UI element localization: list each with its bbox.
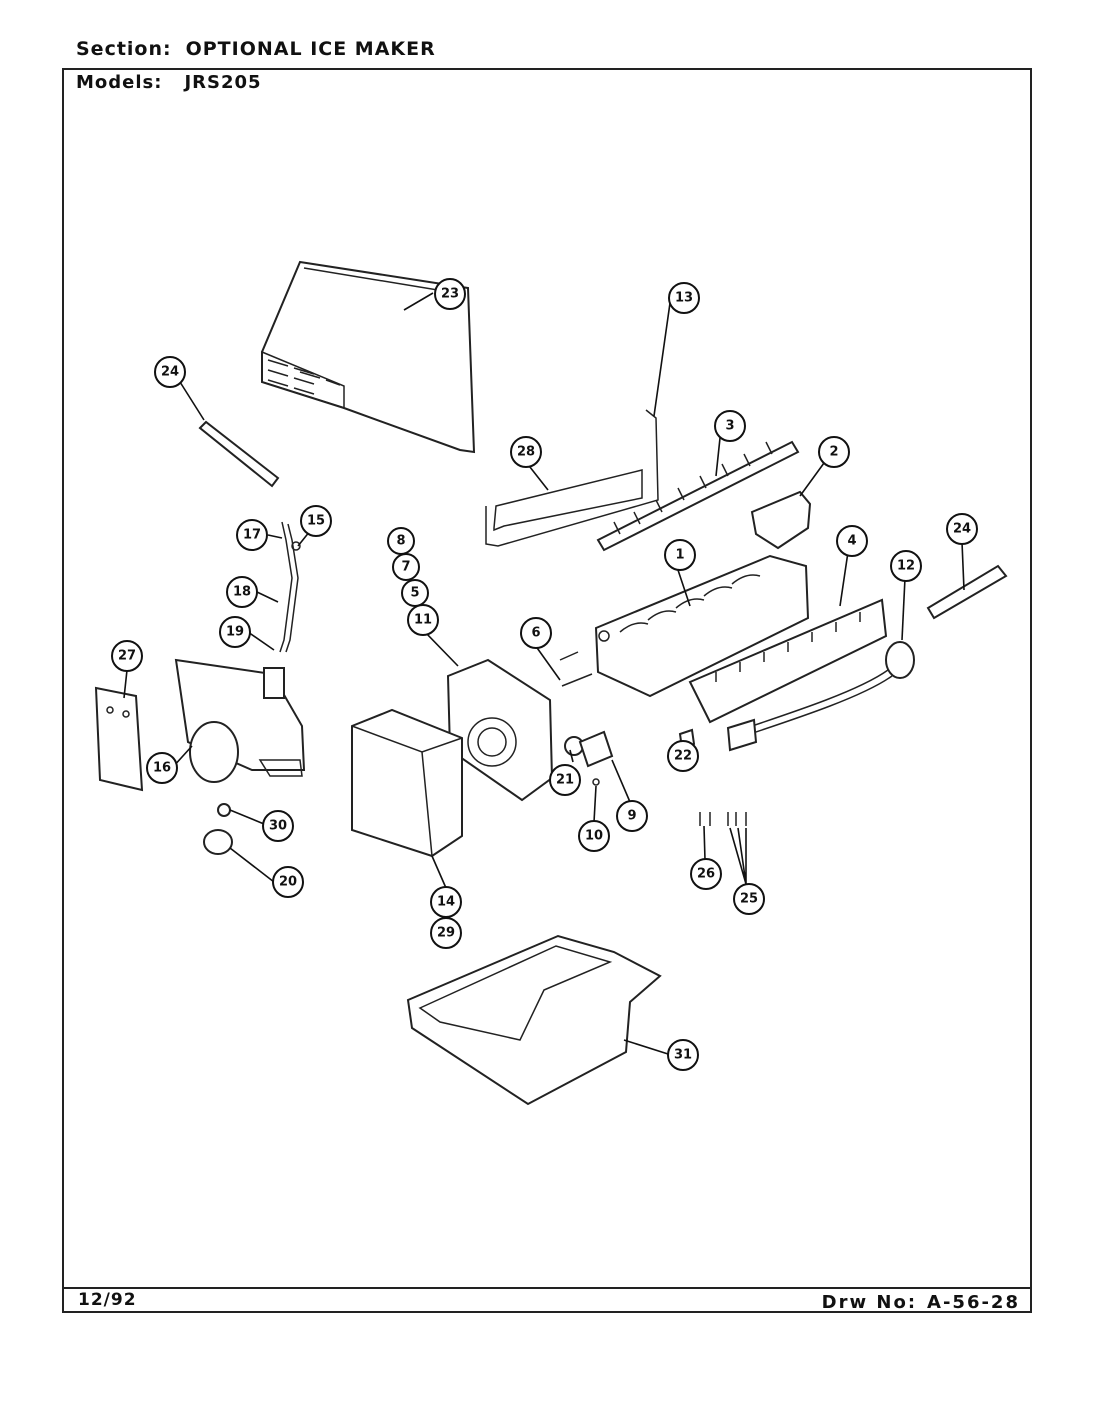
callout-30: 30: [262, 810, 294, 842]
callout-13: 13: [668, 282, 700, 314]
svg-text:1: 1: [675, 548, 684, 563]
svg-text:9: 9: [627, 809, 636, 824]
callout-31: 31: [667, 1039, 699, 1071]
svg-text:3: 3: [725, 419, 734, 434]
svg-text:23: 23: [441, 287, 459, 302]
svg-text:24: 24: [953, 522, 971, 537]
callout-4: 4: [836, 525, 868, 557]
part-31-bucket: [406, 934, 662, 1106]
models-line: Models: JRS205: [76, 72, 262, 93]
models-label: Models:: [76, 72, 163, 93]
callout-6: 6: [520, 617, 552, 649]
drawing-number-line: Drw No: A-56-28: [822, 1292, 1020, 1313]
callout-20: 20: [272, 866, 304, 898]
screws-25-26: [699, 812, 747, 826]
part-11-motor-housing: [446, 658, 554, 802]
svg-text:8: 8: [396, 534, 405, 549]
svg-text:5: 5: [410, 586, 419, 601]
part-30-20-fittings: [203, 803, 233, 855]
part-14-box: [351, 708, 463, 858]
svg-text:11: 11: [414, 613, 432, 628]
callout-28: 28: [510, 436, 542, 468]
drawing-number: A-56-28: [927, 1292, 1020, 1313]
callout-14: 14: [430, 886, 462, 918]
callout-18: 18: [226, 576, 258, 608]
svg-text:28: 28: [517, 445, 535, 460]
svg-text:17: 17: [243, 528, 261, 543]
part-3-ejector: [596, 440, 800, 552]
part-2-bracket: [750, 490, 812, 550]
part-4-stripper: [688, 598, 888, 724]
svg-text:25: 25: [740, 892, 758, 907]
svg-text:18: 18: [233, 585, 251, 600]
callout-27: 27: [111, 640, 143, 672]
callout-25: 25: [733, 883, 765, 915]
callout-9: 9: [616, 800, 648, 832]
part-28-13-wire: [485, 409, 659, 547]
svg-text:26: 26: [697, 867, 715, 882]
section-value: OPTIONAL ICE MAKER: [185, 38, 436, 60]
section-label: Section:: [76, 38, 172, 60]
svg-text:27: 27: [118, 649, 136, 664]
svg-text:13: 13: [675, 291, 693, 306]
svg-text:22: 22: [674, 749, 692, 764]
callout-24-left: 24: [154, 356, 186, 388]
callout-29: 29: [430, 917, 462, 949]
callout-21: 21: [549, 764, 581, 796]
callout-8: 8: [387, 527, 415, 555]
svg-text:19: 19: [226, 625, 244, 640]
svg-text:7: 7: [401, 560, 410, 575]
svg-text:21: 21: [556, 773, 574, 788]
callout-15: 15: [300, 505, 332, 537]
footer-rule: [62, 1287, 1032, 1289]
callout-5: 5: [401, 579, 429, 607]
callout-23: 23: [434, 278, 466, 310]
svg-text:14: 14: [437, 895, 455, 910]
callout-12: 12: [890, 550, 922, 582]
callout-24-right: 24: [946, 513, 978, 545]
callout-17: 17: [236, 519, 268, 551]
part-12-harness: [726, 641, 915, 752]
svg-text:6: 6: [531, 626, 540, 641]
svg-text:31: 31: [674, 1048, 692, 1063]
callout-19: 19: [219, 616, 251, 648]
callout-7: 7: [392, 553, 420, 581]
callout-2: 2: [818, 436, 850, 468]
callout-16: 16: [146, 752, 178, 784]
svg-text:10: 10: [585, 829, 603, 844]
svg-text:20: 20: [279, 875, 297, 890]
drawing-frame: [62, 68, 1032, 1313]
part-18-tube: [279, 521, 301, 653]
svg-text:15: 15: [307, 514, 325, 529]
callout-10: 10: [578, 820, 610, 852]
part-23-cover: [261, 260, 476, 454]
callout-11: 11: [407, 604, 439, 636]
part-27-plate: [94, 686, 144, 792]
svg-text:29: 29: [437, 926, 455, 941]
svg-text:24: 24: [161, 365, 179, 380]
revision-date: 12/92: [78, 1290, 137, 1310]
section-line: Section: OPTIONAL ICE MAKER: [76, 38, 436, 60]
drawing-label: Drw No:: [821, 1292, 918, 1313]
svg-text:4: 4: [847, 534, 856, 549]
svg-text:30: 30: [269, 819, 287, 834]
part-24-shaft-right: [926, 564, 1008, 620]
callout-22: 22: [667, 740, 699, 772]
models-value: JRS205: [184, 72, 262, 93]
part-24-shaft-left: [198, 420, 280, 488]
svg-text:12: 12: [897, 559, 915, 574]
callout-3: 3: [714, 410, 746, 442]
svg-text:2: 2: [829, 445, 838, 460]
svg-text:16: 16: [153, 761, 171, 776]
part-1-mold: [594, 554, 810, 698]
part-16-water-valve: [174, 658, 306, 783]
callout-26: 26: [690, 858, 722, 890]
callout-1: 1: [664, 539, 696, 571]
